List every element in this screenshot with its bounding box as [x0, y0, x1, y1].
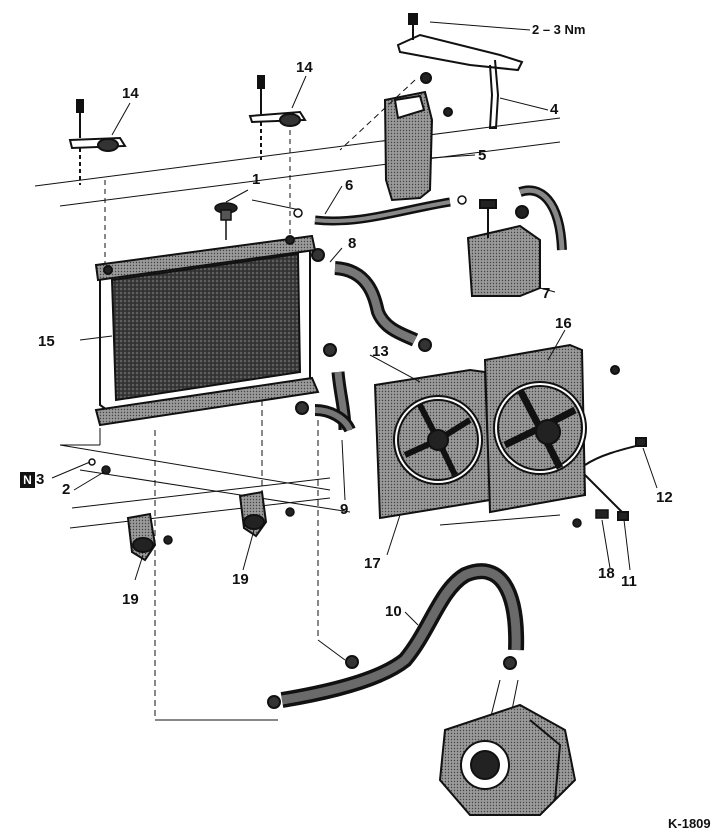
callout-11: 11: [621, 573, 637, 590]
callout-1: 1: [252, 171, 261, 188]
callout-14-right: 14: [296, 59, 313, 76]
callout-19-right: 19: [232, 571, 249, 588]
callout-12: 12: [656, 489, 673, 506]
callout-3: 3: [36, 471, 45, 488]
callout-7: 7: [542, 285, 551, 302]
radiator-cap: [214, 189, 249, 240]
mount-bracket-left: [68, 99, 127, 185]
fan-assembly-right: [483, 343, 620, 514]
overflow-hose: [293, 185, 567, 251]
upper-hose: [311, 248, 432, 352]
upper-bracket: [396, 13, 549, 129]
lower-hose: [295, 343, 356, 433]
lower-bracket-right: [238, 490, 268, 538]
callout-5: 5: [478, 147, 487, 164]
callout-15: 15: [38, 333, 55, 350]
callout-14-left: 14: [122, 85, 139, 102]
lower-bracket-left: [126, 512, 157, 562]
figure-code: K-1809: [668, 816, 711, 831]
fan-harness: [584, 437, 647, 521]
callout-8: 8: [348, 235, 357, 252]
callout-6: 6: [345, 177, 354, 194]
callout-4: 4: [550, 101, 559, 118]
fan-shroud-left: [373, 368, 492, 520]
callout-17: 17: [364, 555, 381, 572]
transmission-housing: [438, 703, 577, 816]
overflow-tank: [466, 199, 556, 297]
leader-lines: [51, 75, 658, 626]
callout-13: 13: [372, 343, 389, 360]
callout-10: 10: [385, 603, 402, 620]
note-badge-n: N: [20, 472, 35, 488]
transmission-hose: [267, 563, 525, 721]
callout-16: 16: [555, 315, 572, 332]
mount-bracket-right: [248, 75, 307, 160]
callout-18: 18: [598, 565, 615, 582]
radiator-core: [79, 234, 320, 427]
callout-19-left: 19: [122, 591, 139, 608]
small-fasteners: [88, 458, 609, 545]
reference-lines: [34, 117, 561, 721]
reservoir-tank: [339, 72, 476, 202]
callout-9: 9: [340, 501, 349, 518]
callout-2: 2: [62, 481, 71, 498]
torque-spec-label: 2 – 3 Nm: [532, 22, 586, 37]
